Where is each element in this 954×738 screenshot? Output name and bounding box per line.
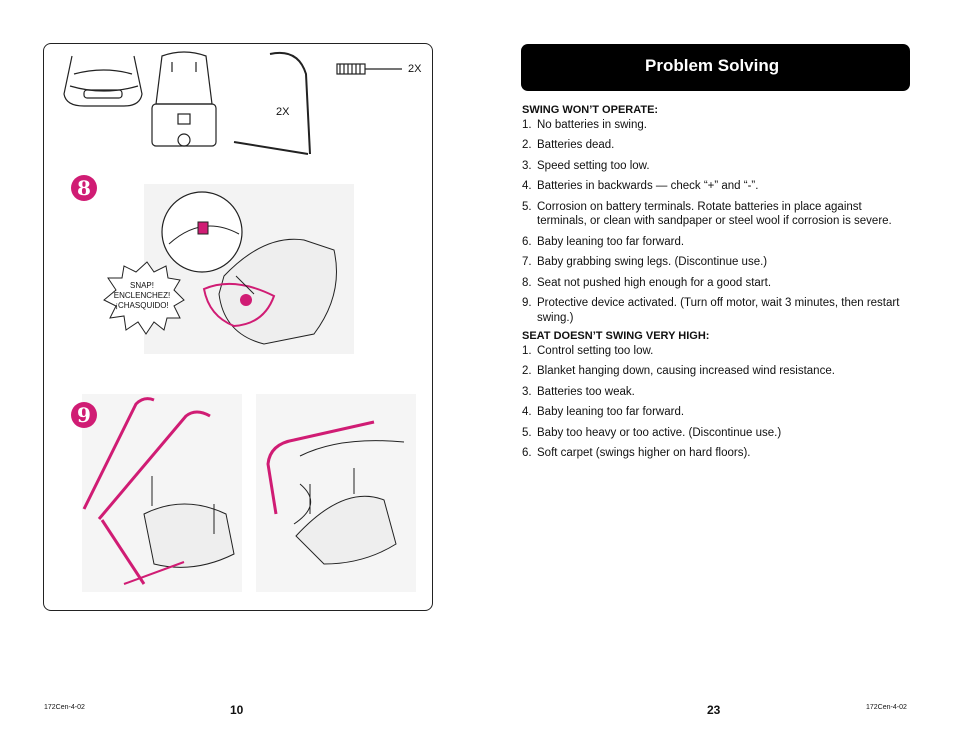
right-page-number: 23: [707, 703, 721, 717]
tube-quantity-label: 2X: [276, 106, 290, 118]
seat-doesnt-swing-high-list: 1.Control setting too low. 2.Blanket han…: [522, 344, 902, 461]
list-item: 8.Seat not pushed high enough for a good…: [522, 276, 772, 289]
assembly-illustrations: [63, 51, 416, 592]
snap-callout-line: SNAP!: [129, 281, 154, 290]
list-item: 7.Baby grabbing swing legs. (Discontinue…: [522, 256, 768, 268]
leg-tube-part-illustration: [233, 52, 311, 155]
list-item: 3.Speed setting too low.: [522, 159, 650, 172]
screw-part-illustration: [336, 63, 402, 75]
list-item: 3.Batteries too weak.: [522, 385, 635, 398]
left-footer-code: 172Cen-4-02: [44, 704, 85, 711]
list-item: 5.Corrosion on battery terminals. Rotate…: [522, 200, 892, 228]
screw-quantity-label: 2X: [408, 63, 422, 75]
problem-solving-content: SWING WON’T OPERATE: 1.No batteries in s…: [522, 103, 902, 467]
step9-right-illustration: [256, 394, 416, 592]
list-item: 4.Baby leaning too far forward.: [522, 406, 685, 418]
left-page-number: 10: [230, 703, 244, 717]
step9-left-illustration: [82, 394, 242, 592]
step8-illustration: [144, 184, 354, 354]
step-8-badge: 8: [71, 175, 97, 201]
list-item: 2.Blanket hanging down, causing increase…: [522, 365, 835, 377]
step-9-badge: 9: [71, 402, 97, 428]
list-item: 2.Batteries dead.: [522, 139, 615, 151]
list-item: 6.Baby leaning too far forward.: [522, 235, 685, 248]
list-item: 5.Baby too heavy or too active. (Discont…: [522, 426, 782, 439]
page-title: Problem Solving: [645, 56, 780, 75]
list-item: 4.Batteries in backwards — check “+” and…: [522, 180, 759, 192]
right-footer-code: 172Cen-4-02: [866, 704, 907, 711]
tray-part-illustration: [63, 55, 143, 107]
illustration-panel: 2X 2X 8 9 SNAP! ENCLENCHEZ! ¡CHASQUIDO!: [43, 43, 433, 611]
list-item: 6.Soft carpet (swings higher on hard flo…: [522, 447, 751, 459]
snap-starburst-shape: [103, 261, 185, 335]
list-item: 1.No batteries in swing.: [522, 118, 647, 131]
list-item: 1.Control setting too low.: [522, 344, 654, 357]
section-heading-seat-doesnt-swing-high: SEAT DOESN’T SWING VERY HIGH:: [522, 330, 710, 342]
list-item: 9.Protective device activated. (Turn off…: [522, 297, 900, 324]
seat-back-part-illustration: [151, 51, 217, 147]
snap-callout-line: ¡CHASQUIDO!: [115, 301, 169, 310]
swing-wont-operate-list: 1.No batteries in swing. 2.Batteries dea…: [522, 118, 902, 326]
title-banner: Problem Solving: [521, 44, 910, 91]
snap-callout: SNAP! ENCLENCHEZ! ¡CHASQUIDO!: [102, 281, 182, 311]
snap-callout-line: ENCLENCHEZ!: [113, 291, 171, 300]
section-heading-swing-wont-operate: SWING WON’T OPERATE:: [522, 104, 659, 116]
